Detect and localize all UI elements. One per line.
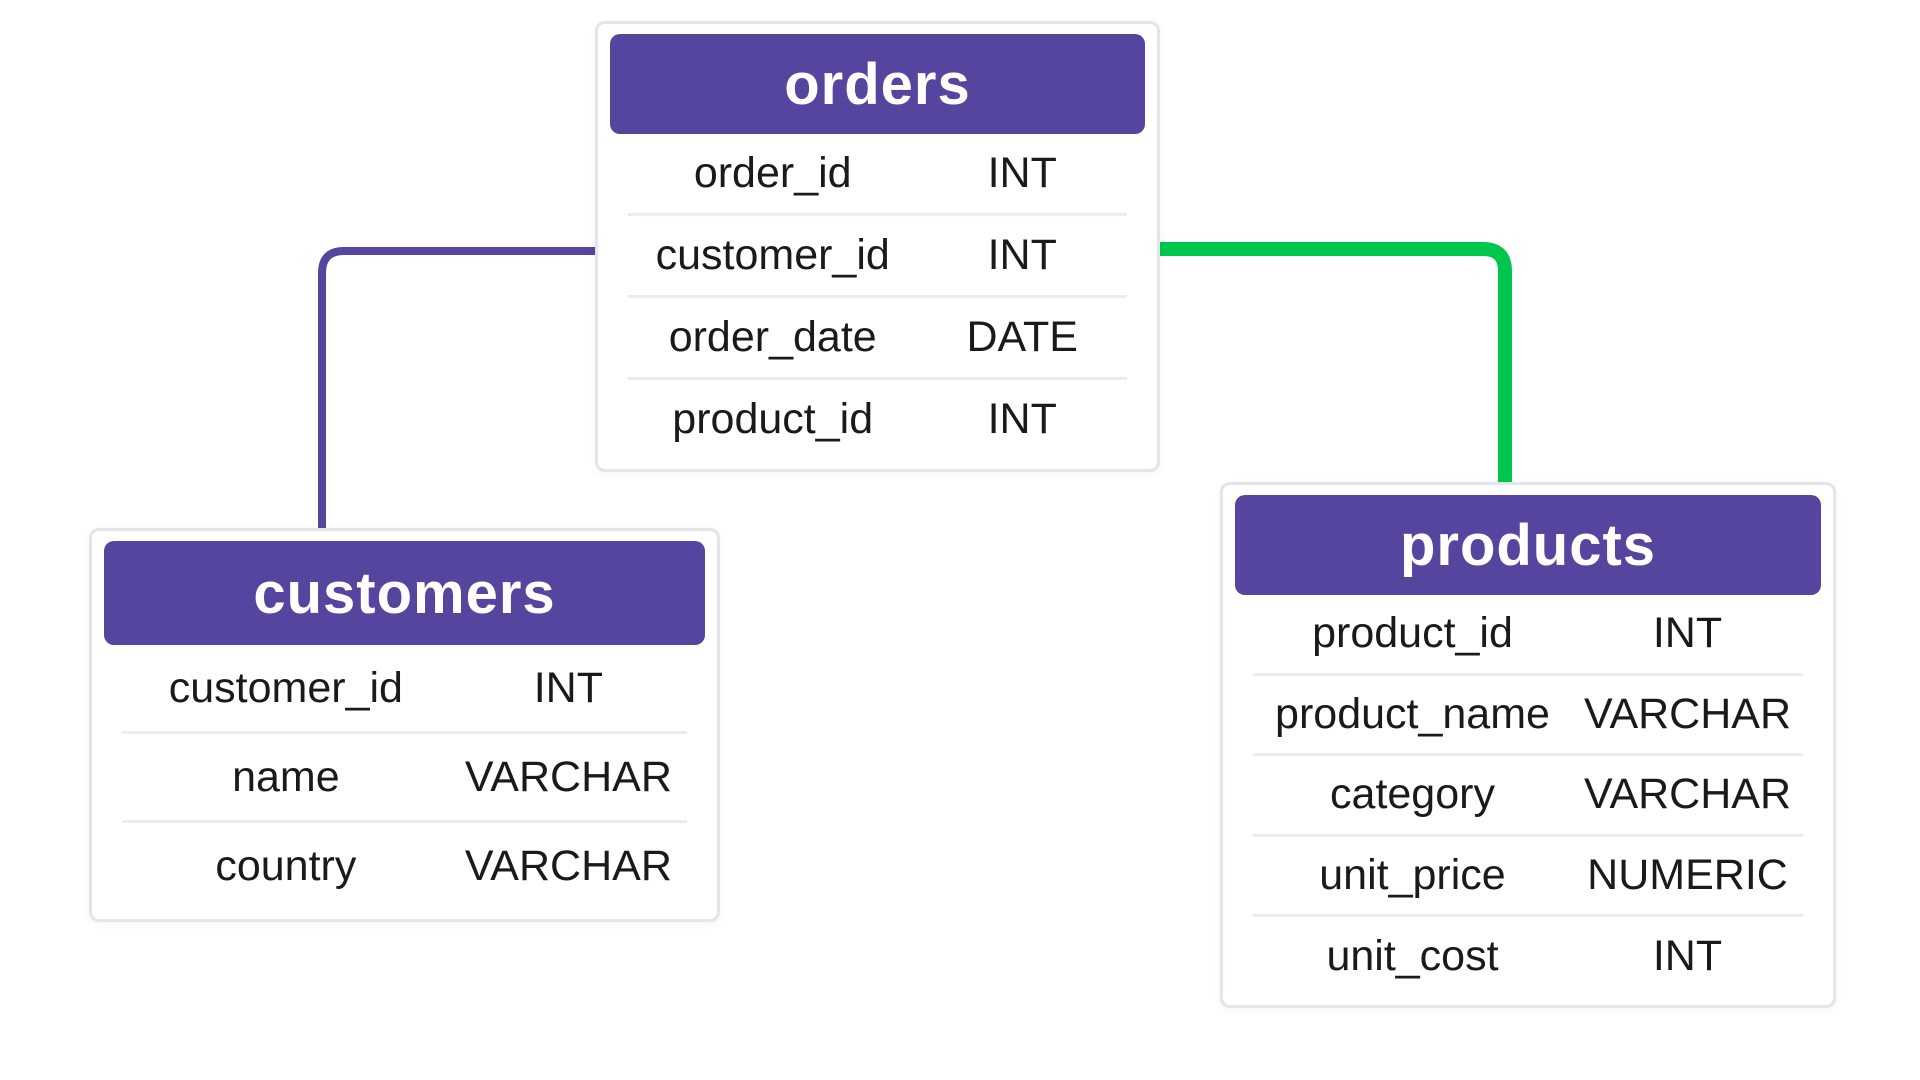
table-orders-title: orders: [784, 51, 971, 117]
table-products-columns: product_id INT product_name VARCHAR cate…: [1235, 595, 1821, 995]
column-name: name: [232, 752, 340, 801]
table-row[interactable]: product_id INT: [628, 377, 1127, 459]
column-type: INT: [1652, 931, 1723, 980]
column-type: VARCHAR: [464, 752, 672, 801]
column-type: VARCHAR: [1583, 770, 1792, 819]
column-type: INT: [987, 395, 1057, 443]
table-orders-header[interactable]: orders: [610, 34, 1145, 134]
column-name: product_id: [672, 395, 874, 443]
table-products[interactable]: products product_id INT product_name VAR…: [1220, 482, 1836, 1008]
table-row[interactable]: country VARCHAR: [122, 820, 687, 909]
table-orders[interactable]: orders order_id INT customer_id INT orde…: [595, 21, 1160, 472]
column-name: customer_id: [168, 663, 403, 712]
column-type: INT: [987, 231, 1057, 279]
table-products-title: products: [1399, 512, 1657, 578]
column-type: NUMERIC: [1587, 851, 1788, 900]
table-customers-header[interactable]: customers: [104, 541, 705, 645]
table-products-header[interactable]: products: [1235, 495, 1821, 595]
table-customers[interactable]: customers customer_id INT name VARCHAR c…: [89, 528, 720, 922]
table-row[interactable]: name VARCHAR: [122, 731, 687, 820]
column-name: unit_price: [1319, 851, 1506, 900]
table-row[interactable]: category VARCHAR: [1253, 753, 1803, 834]
column-type: INT: [987, 149, 1057, 197]
column-type: INT: [1652, 609, 1723, 658]
column-name: category: [1330, 770, 1495, 819]
table-customers-title: customers: [253, 560, 556, 626]
table-row[interactable]: order_date DATE: [628, 295, 1127, 377]
relation-orders-customers-line[interactable]: [318, 247, 597, 530]
table-row[interactable]: customer_id INT: [628, 213, 1127, 295]
column-type: VARCHAR: [1583, 689, 1792, 738]
table-row[interactable]: unit_cost INT: [1253, 914, 1803, 995]
column-type: VARCHAR: [464, 841, 672, 890]
table-row[interactable]: product_name VARCHAR: [1253, 672, 1803, 754]
column-name: country: [215, 841, 357, 890]
relation-orders-products-line[interactable]: [1158, 242, 1512, 486]
column-name: order_date: [668, 313, 877, 361]
column-name: unit_cost: [1326, 931, 1499, 980]
table-row[interactable]: order_id INT: [628, 134, 1127, 213]
column-name: order_id: [693, 149, 852, 197]
table-row[interactable]: unit_price NUMERIC: [1253, 833, 1803, 915]
column-name: product_name: [1275, 689, 1550, 738]
column-name: product_id: [1312, 609, 1513, 658]
table-orders-columns: order_id INT customer_id INT order_date …: [610, 134, 1145, 459]
column-type: INT: [533, 663, 603, 712]
table-customers-columns: customer_id INT name VARCHAR country VAR…: [104, 645, 705, 909]
column-type: DATE: [966, 313, 1078, 361]
column-name: customer_id: [655, 231, 890, 279]
table-row[interactable]: product_id INT: [1253, 595, 1803, 673]
table-row[interactable]: customer_id INT: [122, 645, 687, 731]
